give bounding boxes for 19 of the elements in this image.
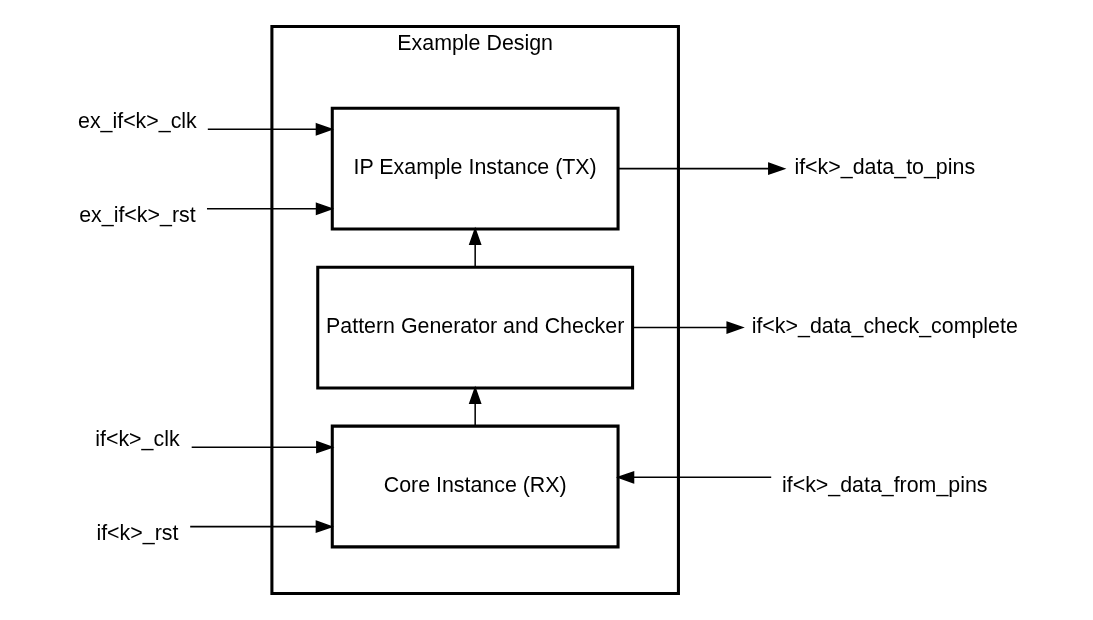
node-text: if<k>_rst bbox=[95, 520, 178, 545]
arrow bbox=[617, 162, 786, 176]
node-box: Core Instance (RX) bbox=[330, 424, 620, 549]
arrow bbox=[206, 122, 334, 136]
arrow bbox=[615, 470, 772, 484]
node-text: if<k>_data_check_complete bbox=[751, 314, 1018, 339]
node-text: ex_if<k>_clk bbox=[77, 109, 197, 134]
arrow bbox=[631, 321, 745, 334]
node-text: ex_if<k>_rst bbox=[78, 202, 196, 227]
arrow bbox=[188, 520, 334, 534]
node-box: IP Example Instance (TX) bbox=[330, 106, 620, 231]
node-text: if<k>_data_from_pins bbox=[781, 473, 988, 498]
node-text: if<k>_clk bbox=[94, 427, 180, 452]
arrow bbox=[190, 440, 334, 454]
arrow bbox=[468, 226, 482, 268]
arrow bbox=[468, 385, 482, 427]
arrow bbox=[205, 202, 334, 216]
node-box: Pattern Generator and Checker bbox=[315, 265, 634, 390]
node-text: if<k>_data_to_pins bbox=[793, 155, 975, 180]
